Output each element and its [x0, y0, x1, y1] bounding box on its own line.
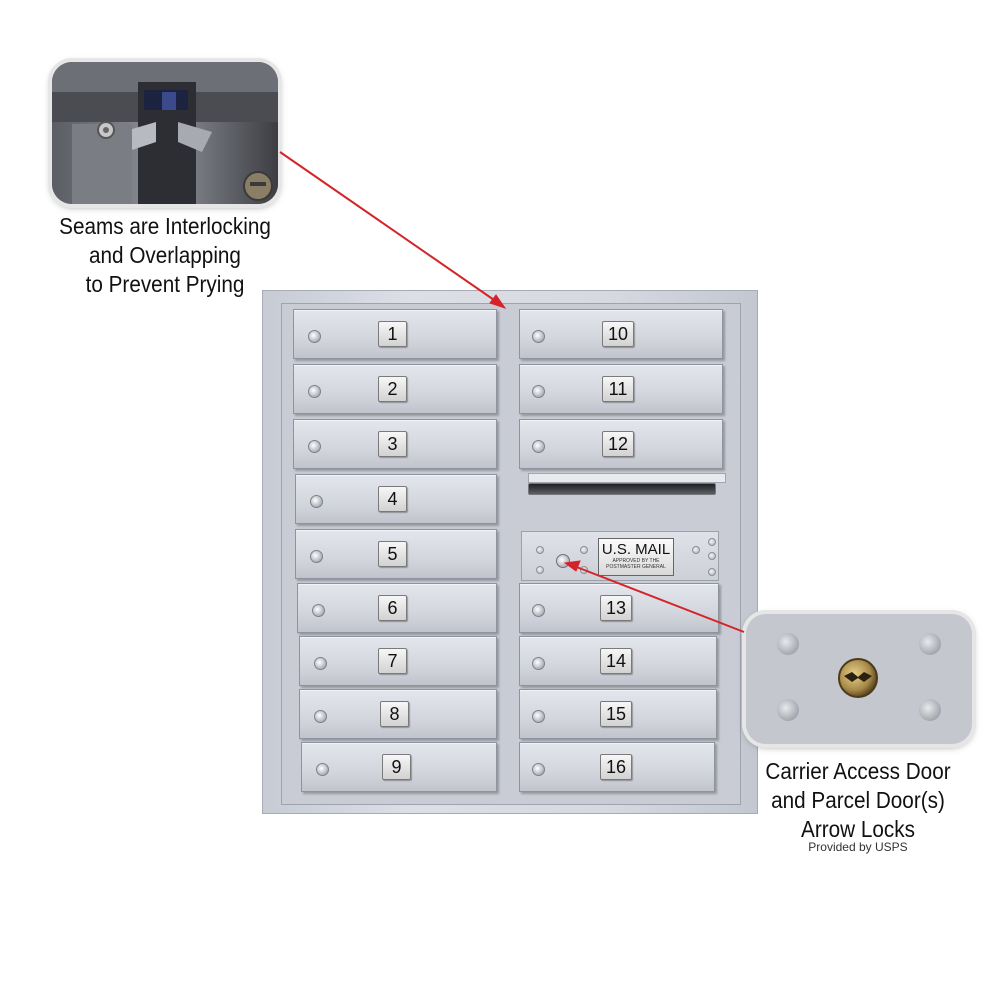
door-number: 15 [600, 701, 632, 727]
door-15[interactable]: 15 [519, 689, 717, 739]
seam-arrow-head-icon [489, 294, 507, 309]
door-8[interactable]: 8 [299, 689, 497, 739]
outgoing-mail-slot[interactable] [528, 483, 716, 495]
outgoing-mail-plate [528, 473, 726, 483]
seam-closeup-image [52, 62, 278, 204]
door-lock-icon [314, 710, 327, 723]
rivet-icon [536, 566, 544, 574]
seam-closeup-drawing [52, 62, 278, 204]
lock-arrow-head-icon [563, 560, 581, 572]
seams-line-1: Seams are Interlocking [59, 213, 271, 239]
door-6[interactable]: 6 [297, 583, 497, 633]
door-lock-icon [532, 385, 545, 398]
door-3[interactable]: 3 [293, 419, 497, 469]
door-lock-icon [308, 330, 321, 343]
rivet-icon [708, 568, 716, 576]
door-lock-icon [532, 330, 545, 343]
locks-line-1: Carrier Access Door [765, 758, 951, 784]
door-number: 7 [378, 648, 407, 674]
seams-callout-text: Seams are Interlocking and Overlapping t… [53, 212, 278, 299]
door-number: 9 [382, 754, 411, 780]
rivet-icon [536, 546, 544, 554]
door-lock-icon [316, 763, 329, 776]
rivet-icon [580, 546, 588, 554]
door-number: 10 [602, 321, 634, 347]
rivet-icon [708, 552, 716, 560]
door-5[interactable]: 5 [295, 529, 497, 579]
mail-plate-title: U.S. MAIL [601, 541, 671, 558]
door-1[interactable]: 1 [293, 309, 497, 359]
door-7[interactable]: 7 [299, 636, 497, 686]
door-2[interactable]: 2 [293, 364, 497, 414]
rivet-icon [708, 538, 716, 546]
mailbox-unit: 1 2 3 4 5 6 7 8 9 10 11 12 [262, 290, 758, 814]
seams-line-3: to Prevent Prying [85, 271, 245, 297]
door-number: 13 [600, 595, 632, 621]
door-14[interactable]: 14 [519, 636, 717, 686]
door-lock-icon [532, 440, 545, 453]
door-lock-icon [310, 495, 323, 508]
door-lock-icon [310, 550, 323, 563]
door-number: 1 [378, 321, 407, 347]
door-number: 3 [378, 431, 407, 457]
door-lock-icon [532, 710, 545, 723]
door-lock-icon [532, 657, 545, 670]
locks-line-2: and Parcel Door(s) [771, 787, 945, 813]
door-lock-icon [312, 604, 325, 617]
door-number: 16 [600, 754, 632, 780]
door-10[interactable]: 10 [519, 309, 723, 359]
mail-plate-subtitle-1: APPROVED BY THE [612, 558, 660, 564]
door-9[interactable]: 9 [301, 742, 497, 792]
mail-plate-subtitle-2: POSTMASTER GENERAL [606, 564, 666, 570]
door-lock-icon [308, 385, 321, 398]
door-number: 11 [602, 376, 634, 402]
door-lock-icon [532, 763, 545, 776]
door-lock-icon [314, 657, 327, 670]
locks-callout-subtext: Provided by USPS [808, 840, 908, 854]
door-13[interactable]: 13 [519, 583, 719, 633]
arrow-lock-closeup-drawing [746, 614, 972, 744]
rivet-icon [692, 546, 700, 554]
door-number: 8 [380, 701, 409, 727]
door-number: 2 [378, 376, 407, 402]
carrier-access-door[interactable]: U.S. MAIL APPROVED BY THE POSTMASTER GEN… [521, 531, 719, 581]
seam-arrow-line [279, 151, 498, 303]
door-number: 14 [600, 648, 632, 674]
door-4[interactable]: 4 [295, 474, 497, 524]
door-16[interactable]: 16 [519, 742, 715, 792]
locks-callout-text: Carrier Access Door and Parcel Door(s) A… [754, 757, 963, 844]
locks-line-3: Arrow Locks [801, 816, 915, 842]
door-11[interactable]: 11 [519, 364, 723, 414]
lock-arrow-line [573, 565, 745, 633]
door-number: 4 [378, 486, 407, 512]
arrow-lock-closeup-image [746, 614, 972, 744]
seams-line-2: and Overlapping [89, 242, 241, 268]
us-mail-plate: U.S. MAIL APPROVED BY THE POSTMASTER GEN… [598, 538, 674, 576]
door-number: 6 [378, 595, 407, 621]
door-number: 5 [378, 541, 407, 567]
door-lock-icon [308, 440, 321, 453]
door-lock-icon [532, 604, 545, 617]
door-12[interactable]: 12 [519, 419, 723, 469]
door-number: 12 [602, 431, 634, 457]
